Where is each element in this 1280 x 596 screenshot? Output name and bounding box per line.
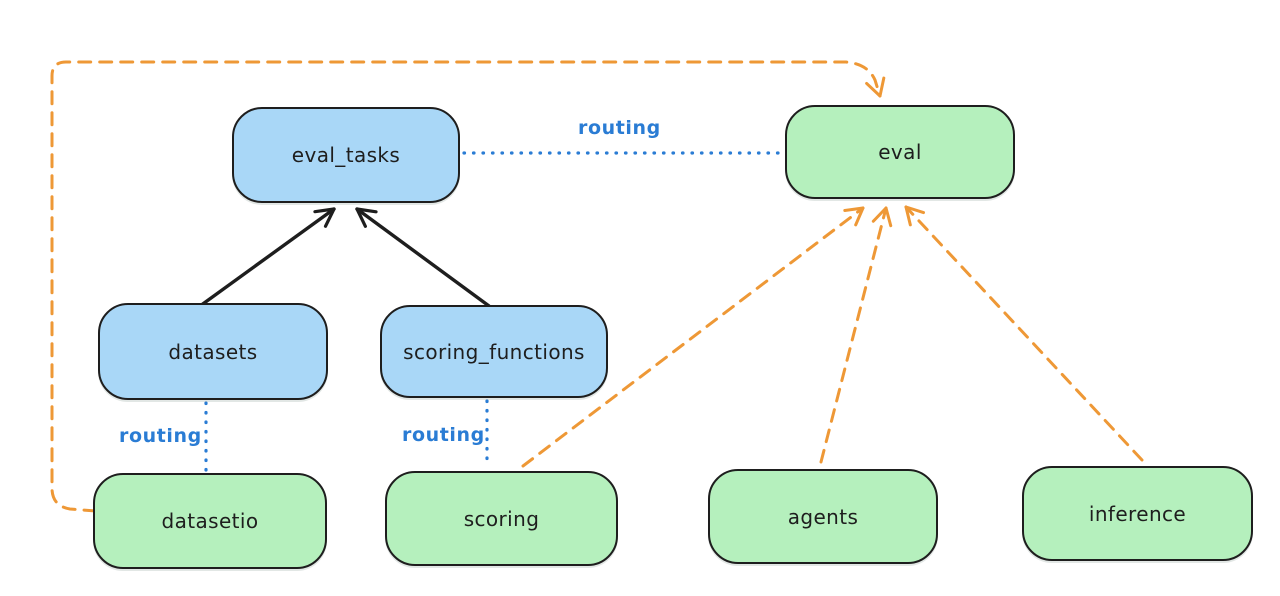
node-scoring: scoring xyxy=(385,471,618,566)
node-inference: inference xyxy=(1022,466,1253,561)
node-scoring-label: scoring xyxy=(463,506,540,531)
node-inference-label: inference xyxy=(1088,501,1187,526)
node-agents-label: agents xyxy=(787,504,859,529)
node-eval-tasks: eval_tasks xyxy=(232,107,460,203)
node-datasetio-label: datasetio xyxy=(161,509,259,533)
edge-label-routing-eval-tasks-eval: routing xyxy=(578,117,661,139)
edge-scoring-functions-to-eval-tasks xyxy=(355,207,491,308)
edge-label-routing-scoring-functions-scoring: routing xyxy=(402,424,485,446)
edge-agents-to-eval xyxy=(819,206,893,464)
edge-datasets-to-eval-tasks xyxy=(198,207,336,308)
node-datasets: datasets xyxy=(98,303,328,400)
edge-inference-to-eval xyxy=(904,205,1144,462)
edge-datasetio-to-eval-loop xyxy=(50,60,886,513)
node-scoring-functions-label: scoring_functions xyxy=(403,339,585,364)
node-eval-label: eval xyxy=(878,140,922,164)
node-scoring-functions: scoring_functions xyxy=(380,305,608,398)
edge-label-routing-datasets-datasetio: routing xyxy=(119,425,202,447)
node-datasets-label: datasets xyxy=(168,339,258,364)
node-eval-tasks-label: eval_tasks xyxy=(291,143,401,167)
node-eval: eval xyxy=(785,105,1015,199)
node-agents: agents xyxy=(708,469,938,564)
node-datasetio: datasetio xyxy=(93,473,327,569)
edge-scoring-to-eval xyxy=(521,206,865,468)
